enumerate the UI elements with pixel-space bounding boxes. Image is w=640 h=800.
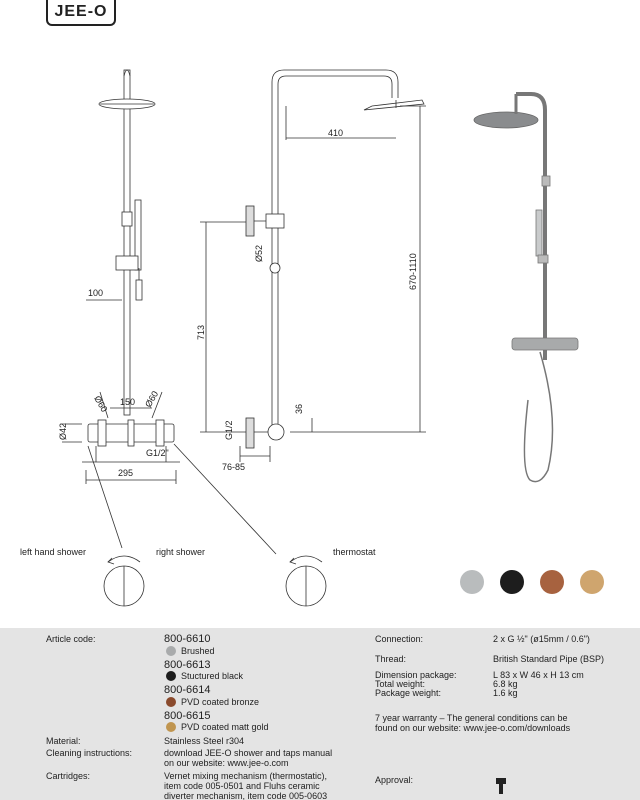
article-code-1: 800-6610	[164, 633, 211, 645]
knob-thermostat-icon	[285, 555, 327, 607]
cleaning-line-1: download JEE-O shower and taps manual	[164, 748, 333, 758]
dimension-package-label: Dimension package:	[375, 670, 457, 680]
finish-name-4: PVD coated matt gold	[181, 722, 269, 732]
article-code-2: 800-6613	[164, 659, 211, 671]
material-value: Stainless Steel r304	[164, 736, 245, 746]
finish-dot-brushed	[166, 646, 176, 656]
front-view-drawing	[62, 69, 180, 484]
label-right-shower: right shower	[156, 547, 206, 557]
dim-60-right: Ø60	[143, 389, 160, 409]
thread-value: British Standard Pipe (BSP)	[493, 654, 605, 664]
approval-mark-icon	[496, 778, 506, 794]
product-3d-view	[473, 92, 579, 483]
finish-dot-black	[166, 671, 176, 681]
dim-670-1110: 670-1110	[408, 253, 418, 290]
article-code-4: 800-6615	[164, 710, 211, 722]
cartridges-line-3: diverter mechanism, item code 005-0603	[164, 791, 328, 800]
dim-713: 713	[196, 325, 206, 340]
cleaning-label: Cleaning instructions:	[46, 748, 133, 758]
dimension-package-value: L 83 x W 46 x H 13 cm	[493, 670, 584, 680]
dim-150: 150	[120, 397, 135, 407]
warranty-line-1: 7 year warranty – The general conditions…	[375, 713, 568, 723]
package-weight-value: 1.6 kg	[493, 688, 518, 698]
approval-label: Approval:	[375, 775, 414, 785]
finish-swatch-gold	[580, 570, 604, 594]
connection-label: Connection:	[375, 634, 424, 644]
finish-name-1: Brushed	[181, 646, 215, 656]
dim-295: 295	[118, 468, 133, 478]
brand-logo: JEE-O	[46, 0, 116, 26]
dim-410: 410	[328, 128, 343, 138]
connection-value: 2 x G ½" (ø15mm / 0.6")	[493, 634, 590, 644]
finish-swatch-brushed	[460, 570, 484, 594]
total-weight-value: 6.8 kg	[493, 679, 518, 689]
cartridges-line-2: item code 005-0501 and Fluhs ceramic	[164, 781, 320, 791]
knob-left-icon	[103, 555, 145, 607]
warranty-line-2: found on our website: www.jee-o.com/down…	[375, 723, 571, 733]
finish-name-2: Stuctured black	[181, 671, 244, 681]
logo-text: JEE-O	[54, 3, 108, 20]
finish-swatch-black	[500, 570, 524, 594]
dim-76-85: 76-85	[222, 462, 245, 472]
dim-36: 36	[294, 404, 304, 414]
dim-60-left: Ø60	[92, 394, 109, 414]
dim-100: 100	[88, 288, 103, 298]
technical-drawing: 100 150 295 Ø42 Ø60 Ø60 G1/2" 410 Ø52 71…	[58, 69, 579, 607]
cartridges-label: Cartridges:	[46, 771, 91, 781]
material-label: Material:	[46, 736, 81, 746]
finish-swatch-bronze	[540, 570, 564, 594]
cleaning-line-2: on our website: www.jee-o.com	[164, 758, 289, 768]
finish-name-3: PVD coated bronze	[181, 697, 260, 707]
dim-g12-side: G1/2	[224, 420, 234, 440]
finish-dot-bronze	[166, 697, 176, 707]
thread-label: Thread:	[375, 654, 407, 664]
cartridges-line-1: Vernet mixing mechanism (thermostatic),	[164, 771, 328, 781]
article-code-label: Article code:	[46, 634, 96, 644]
spec-panel: Article code: 800-6610 Brushed 800-6613 …	[0, 628, 640, 800]
label-thermostat: thermostat	[333, 547, 376, 557]
label-left-shower: left hand shower	[20, 547, 87, 557]
dim-g12-front: G1/2"	[146, 448, 169, 458]
dim-52: Ø52	[254, 245, 264, 262]
finish-dot-gold	[166, 722, 176, 732]
article-code-3: 800-6614	[164, 684, 211, 696]
package-weight-label: Package weight:	[375, 688, 442, 698]
total-weight-label: Total weight:	[375, 679, 426, 689]
dim-42: Ø42	[58, 423, 68, 440]
side-view-drawing	[200, 69, 426, 462]
